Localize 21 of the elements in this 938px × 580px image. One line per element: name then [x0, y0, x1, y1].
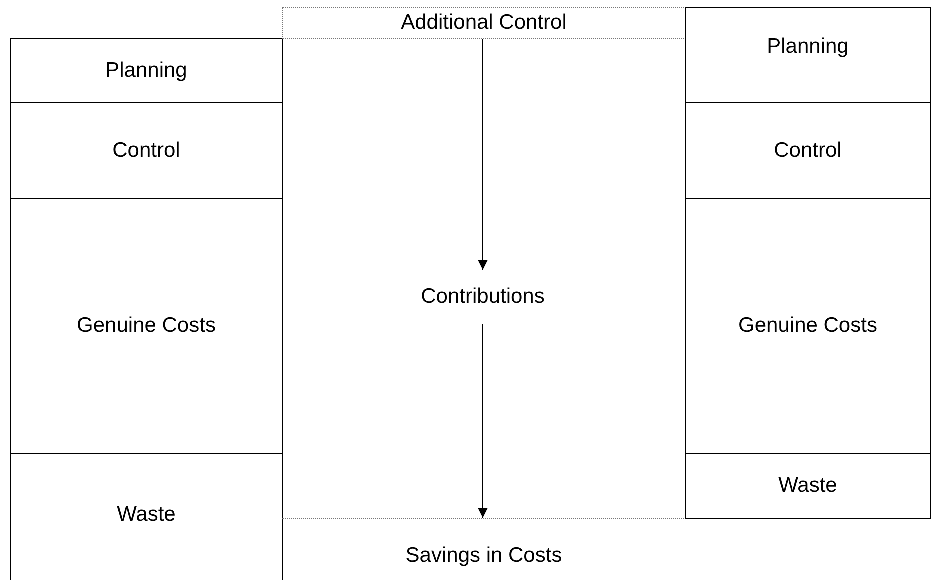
- cost-block: [10, 453, 283, 580]
- block-label: Planning: [106, 58, 188, 82]
- cost-block: [685, 102, 931, 199]
- cost-block: [10, 102, 283, 199]
- cost-block: [685, 453, 931, 519]
- cost-block: [685, 7, 931, 103]
- block-label: Control: [774, 138, 842, 162]
- block-label: Waste: [117, 503, 176, 527]
- block-label: Genuine Costs: [77, 314, 216, 338]
- block-label: Genuine Costs: [738, 314, 878, 338]
- contributions-label: Contributions: [383, 280, 583, 314]
- cost-block: [10, 38, 283, 103]
- cost-block: [10, 198, 283, 454]
- arrow: [478, 324, 488, 518]
- arrow: [478, 38, 488, 270]
- block-label: Waste: [778, 474, 838, 498]
- block-label: Additional Control: [401, 11, 567, 35]
- cost-block: [685, 198, 931, 454]
- block-label: Control: [112, 138, 180, 162]
- block-label: Planning: [767, 35, 849, 59]
- block-label: Savings in Costs: [406, 544, 562, 568]
